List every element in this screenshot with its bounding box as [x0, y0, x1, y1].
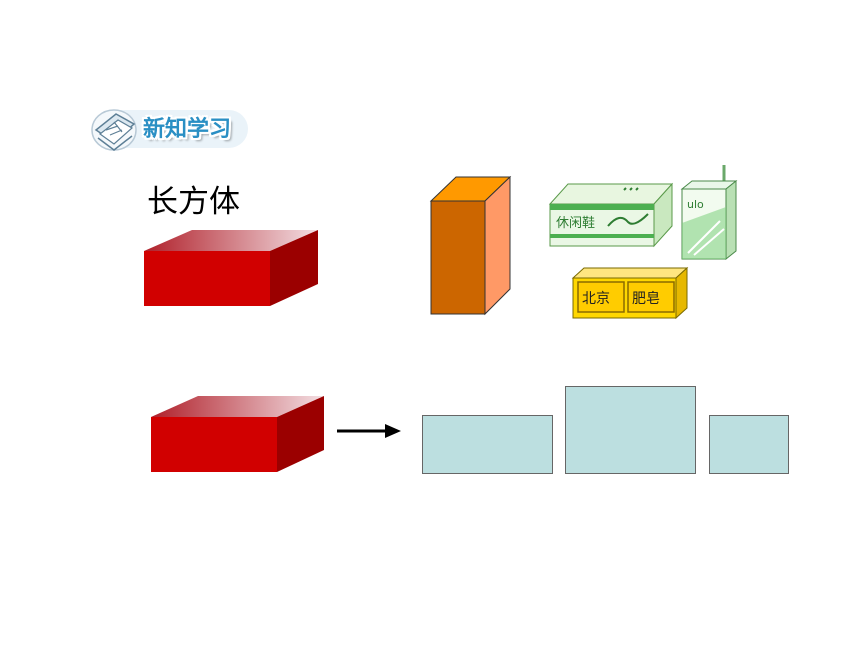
cuboid-side-face: [277, 396, 324, 472]
face-top-rectangle: [565, 386, 696, 474]
soap-box: 北京 肥皂: [571, 266, 689, 320]
badge-title: 新知学习: [143, 117, 232, 142]
cuboid-side-face: [270, 230, 318, 306]
face-side-rectangle: [709, 415, 789, 474]
milk-carton: ulo: [680, 165, 738, 261]
cuboid-top-face: [151, 396, 324, 417]
right-arrow-icon: [337, 424, 401, 438]
cuboid-top-face: [144, 230, 318, 251]
new-knowledge-badge: [91, 109, 248, 151]
soap-box-label-left: 北京: [582, 291, 610, 307]
pillar-side-face: [484, 175, 511, 316]
shoe-box: 休闲鞋: [548, 182, 674, 248]
section-title: 长方体: [147, 184, 240, 220]
face-front-rectangle: [422, 415, 553, 474]
cuboid-front-face: [151, 417, 277, 472]
book-icon: [91, 109, 137, 151]
shoe-box-label: 休闲鞋: [556, 215, 595, 231]
milk-carton-label: ulo: [687, 198, 704, 211]
soap-box-label-right: 肥皂: [632, 291, 660, 307]
red-cuboid-top: [144, 230, 318, 306]
red-cuboid-bottom: [151, 396, 324, 472]
cuboid-front-face: [144, 251, 270, 306]
pillar-front-face: [430, 200, 486, 315]
orange-pillar: [429, 175, 512, 316]
